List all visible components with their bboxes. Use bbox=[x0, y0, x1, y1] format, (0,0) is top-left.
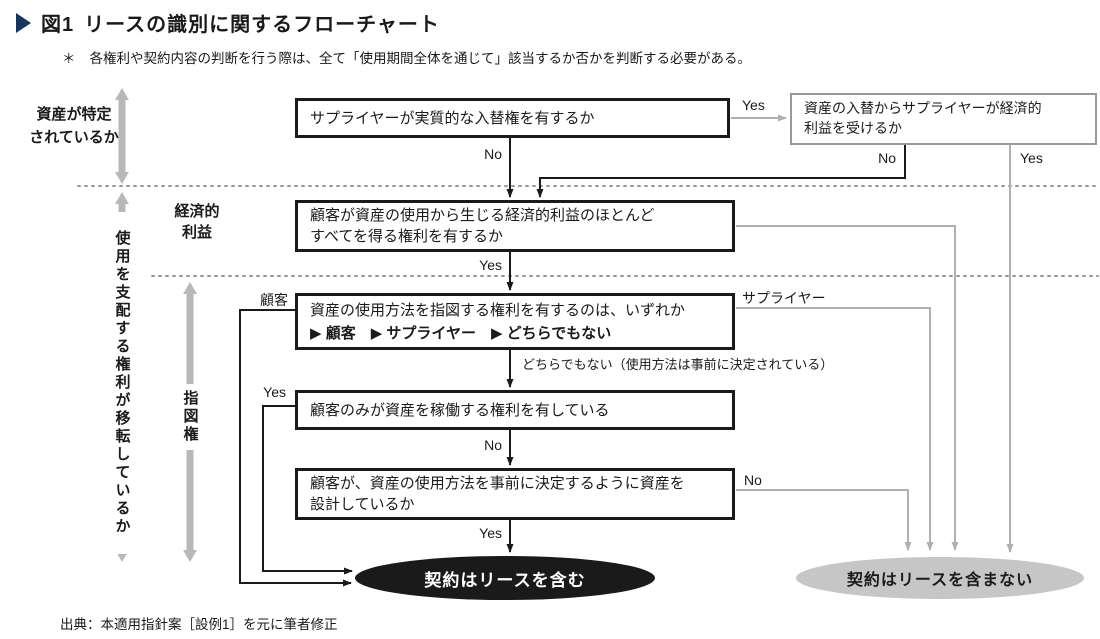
node-substitution-benefit-line2: 利益を受けるか bbox=[804, 120, 902, 136]
edge-label-operate-yes: Yes bbox=[250, 384, 288, 401]
node-economic-benefit: 顧客が資産の使用から生じる経済的利益のほとんど すべてを得る権利を有するか bbox=[295, 200, 735, 252]
section-label-economic-line2: 利益 bbox=[181, 224, 212, 241]
section-label-control-transfer: 使用を支配する権利が移転しているか bbox=[109, 212, 135, 554]
node-economic-benefit-line1: 顧客が資産の使用から生じる経済的利益のほとんど bbox=[310, 207, 655, 224]
node-asset-design: 顧客が、資産の使用方法を事前に決定するように資産を 設計しているか bbox=[295, 468, 735, 520]
edge-label-direction-neither: どちらでもない（使用方法は事前に決定されている） bbox=[520, 357, 836, 373]
edge-label-substitution-yes: Yes bbox=[740, 97, 767, 114]
node-operate-right: 顧客のみが資産を稼働する権利を有している bbox=[295, 390, 735, 430]
figure-title: 図1 リースの識別に関するフローチャート bbox=[16, 8, 440, 37]
section-arrow-asset-identified bbox=[115, 88, 129, 184]
edge-label-direction-customer: 顧客 bbox=[248, 292, 290, 309]
note-text: 各権利や契約内容の判断を行う際は、全て「使用期間全体を通じて」該当するか否かを判… bbox=[89, 51, 752, 66]
figure-label: 図1 bbox=[41, 14, 75, 36]
node-operate-right-text: 顧客のみが資産を稼働する権利を有している bbox=[310, 401, 610, 419]
edge-label-economic-yes: Yes bbox=[468, 257, 504, 274]
node-substitution-benefit-line1: 資産の入替からサプライヤーが経済的 bbox=[804, 100, 1042, 117]
edge-label-substitution-no: No bbox=[470, 146, 504, 163]
source-note: 出典：本適用指針案［設例1］を元に筆者修正 bbox=[60, 617, 338, 632]
node-direction-right-line1: 資産の使用方法を指図する権利を有するのは、いずれか bbox=[310, 301, 686, 319]
node-direction-right-options: ▶ 顧客 ▶ サプライヤー ▶ どちらでもない bbox=[310, 324, 612, 342]
node-substitution-rights-text: サプライヤーが実質的な入替権を有するか bbox=[310, 109, 595, 127]
node-asset-design-line2: 設計しているか bbox=[310, 496, 415, 513]
edge-label-operate-no: No bbox=[470, 437, 504, 454]
edge-label-direction-supplier: サプライヤー bbox=[740, 290, 828, 307]
edge-label-benefit-yes: Yes bbox=[1018, 150, 1045, 167]
section-label-asset-identified: 資産が特定 されているか bbox=[28, 104, 120, 149]
node-direction-right: 資産の使用方法を指図する権利を有するのは、いずれか ▶ 顧客 ▶ サプライヤー … bbox=[295, 293, 735, 350]
edge-label-design-yes: Yes bbox=[468, 525, 504, 542]
figure-marker-icon bbox=[16, 12, 31, 33]
terminal-no-lease: 契約はリースを含まない bbox=[796, 557, 1084, 599]
section-label-economic-line1: 経済的 bbox=[174, 203, 220, 220]
node-asset-design-line1: 顧客が、資産の使用方法を事前に決定するように資産を bbox=[310, 475, 685, 492]
section-label-asset-line1: 資産が特定 bbox=[36, 106, 112, 123]
terminal-contains-lease: 契約はリースを含む bbox=[355, 556, 655, 600]
edge-direction-supplier bbox=[736, 307, 934, 551]
section-label-direction-right: 指図権 bbox=[177, 384, 203, 450]
edge-operate-yes bbox=[262, 405, 353, 575]
section-label-economic-benefit: 経済的 利益 bbox=[160, 201, 234, 243]
node-substitution-benefit: 資産の入替からサプライヤーが経済的 利益を受けるか bbox=[790, 93, 1097, 145]
node-economic-benefit-line2: すべてを得る権利を有するか bbox=[310, 228, 504, 245]
node-substitution-rights: サプライヤーが実質的な入替権を有するか bbox=[295, 98, 730, 138]
edge-direction-customer bbox=[239, 309, 352, 587]
edge-economic-no bbox=[736, 225, 959, 551]
edge-design-no bbox=[736, 489, 912, 551]
figure-title-text: リースの識別に関するフローチャート bbox=[84, 14, 440, 36]
note-marker-icon: ＊ bbox=[62, 51, 76, 66]
edge-benefit-no bbox=[536, 145, 906, 198]
edge-label-benefit-no: No bbox=[862, 150, 898, 167]
figure-note: ＊ 各権利や契約内容の判断を行う際は、全て「使用期間全体を通じて」該当するか否か… bbox=[62, 47, 751, 67]
section-label-asset-line2: されているか bbox=[29, 128, 119, 146]
edge-label-design-no: No bbox=[742, 472, 764, 489]
